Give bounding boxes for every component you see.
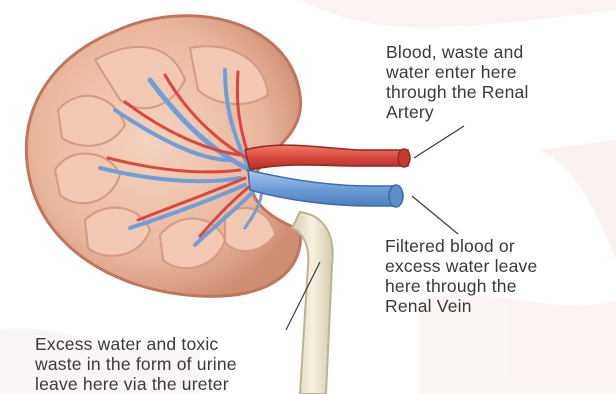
ureter-label-line: leave here via the ureter — [35, 374, 237, 394]
renal-vein-opening — [389, 185, 403, 207]
renal-artery-label: Blood, waste and water enter here throug… — [386, 42, 529, 122]
renal-vein-label: Filtered blood or excess water leave her… — [385, 236, 537, 316]
renal-vein — [248, 170, 398, 206]
ureter-label-line: Excess water and toxic — [35, 334, 237, 354]
renal-vein-label-line: excess water leave — [385, 256, 537, 276]
renal-vein-label-line: Filtered blood or — [385, 236, 537, 256]
renal-vein-label-line: Renal Vein — [385, 296, 537, 316]
vein-pointer — [412, 196, 458, 234]
renal-artery — [245, 145, 408, 170]
renal-artery-label-line: through the Renal — [386, 82, 529, 102]
renal-vein-label-line: here through the — [385, 276, 537, 296]
renal-artery-label-line: Blood, waste and — [386, 42, 529, 62]
renal-artery-opening — [398, 149, 410, 167]
renal-artery-label-line: water enter here — [386, 62, 529, 82]
artery-pointer — [414, 126, 464, 158]
renal-artery-label-line: Artery — [386, 102, 529, 122]
ureter-label: Excess water and toxic waste in the form… — [35, 334, 237, 394]
ureter-label-line: waste in the form of urine — [35, 354, 237, 374]
